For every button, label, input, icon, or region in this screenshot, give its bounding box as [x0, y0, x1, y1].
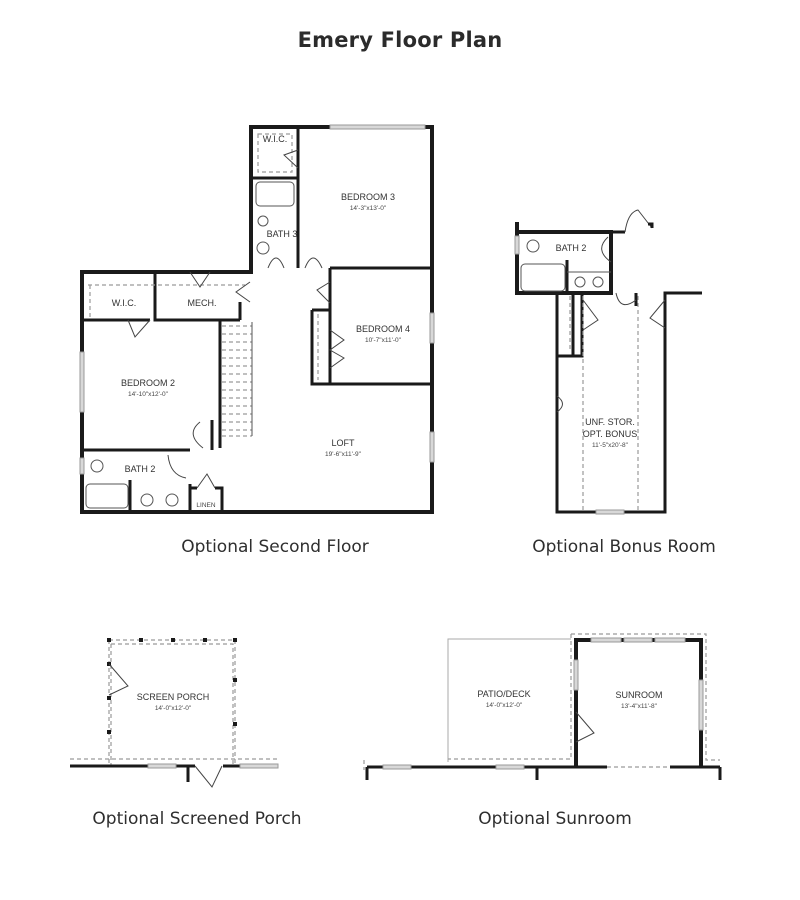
room-label-bath2: BATH 2 [125, 464, 156, 474]
caption-second-floor: Optional Second Floor [181, 537, 369, 557]
room-label-linen: LINEN [196, 502, 215, 509]
room-label-screen-porch: SCREEN PORCH [137, 692, 210, 702]
room-label-patio-deck: PATIO/DECK [477, 689, 530, 699]
sunroom-plan [363, 633, 722, 780]
room-dims-bedroom4: 10'-7"x11'-0" [365, 337, 402, 344]
room-label-mech: MECH. [188, 298, 217, 308]
room-dims-screen-porch: 14'-0"x12'-0" [155, 705, 192, 712]
room-label-loft: LOFT [331, 438, 355, 448]
bonus-room-plan [514, 209, 702, 515]
room-label-opt-bonus: OPT. BONUS [583, 429, 638, 439]
room-label-bonus-bath2: BATH 2 [556, 243, 587, 253]
stairs [222, 322, 253, 437]
screened-porch-plan [70, 638, 280, 788]
room-dims-sunroom: 13'-4"x11'-8" [621, 703, 658, 710]
room-label-wic-top: W.I.C. [263, 134, 288, 144]
caption-screened-porch: Optional Screened Porch [92, 809, 302, 829]
room-label-bedroom2: BEDROOM 2 [121, 378, 175, 388]
room-label-bedroom3: BEDROOM 3 [341, 192, 395, 202]
caption-sunroom: Optional Sunroom [478, 809, 632, 829]
room-label-wic-left: W.I.C. [112, 298, 137, 308]
room-dims-bedroom3: 14'-3"x13'-0" [350, 205, 387, 212]
room-dims-patio-deck: 14'-0"x12'-0" [486, 702, 523, 709]
caption-bonus-room: Optional Bonus Room [532, 537, 716, 557]
room-label-bath3: BATH 3 [267, 229, 298, 239]
second-floor-plan [79, 124, 435, 514]
room-label-sunroom: SUNROOM [616, 690, 663, 700]
room-label-unf-storage: UNF. STOR. [585, 417, 635, 427]
room-label-bedroom4: BEDROOM 4 [356, 324, 410, 334]
room-dims-loft: 19'-6"x11'-9" [325, 451, 362, 458]
room-dims-bonus: 11'-5"x20'-8" [592, 442, 629, 449]
room-dims-bedroom2: 14'-10"x12'-0" [128, 391, 169, 398]
page-title: Emery Floor Plan [297, 28, 503, 52]
